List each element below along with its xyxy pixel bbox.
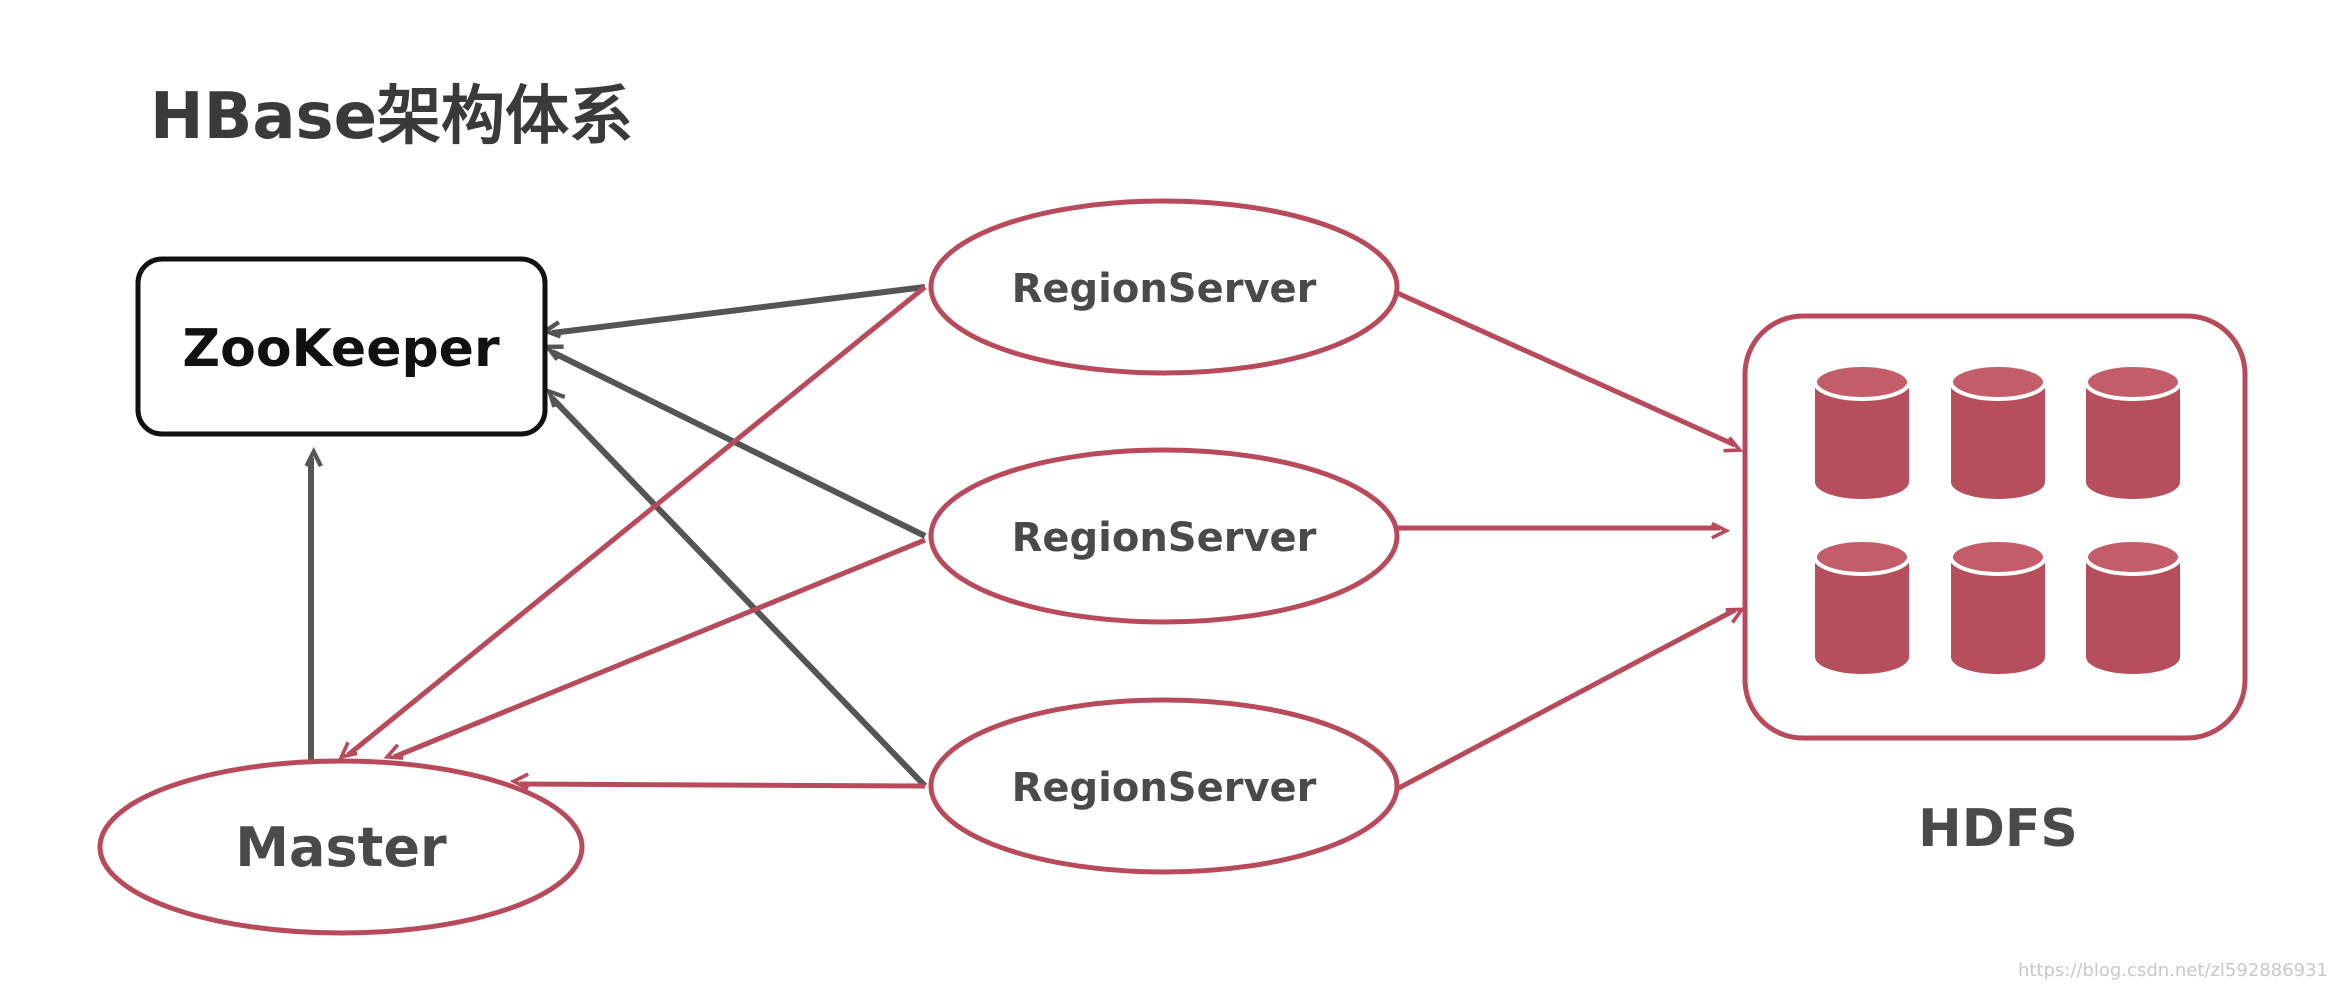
cylinder-top [1813,363,1911,401]
cylinder-top [1949,363,2047,401]
regionserver-node-2: RegionServer [928,447,1400,625]
cylinder-body [2086,382,2180,499]
regionserver-ellipse-3 [928,697,1400,875]
storage-cylinder-icon [1813,538,1911,674]
master-ellipse [97,758,585,936]
page-title: HBase架构体系 [150,80,633,154]
cylinder-top [1813,538,1911,576]
cylinder-body [1815,382,1909,499]
zookeeper-label: ZooKeeper [182,319,500,379]
storage-cylinder-icon [1949,363,2047,499]
regionserver-node-3: RegionServer [928,697,1400,875]
regionserver-node-1: RegionServer [928,198,1400,376]
cylinder-body [1951,382,2045,499]
storage-cylinder-icon [1949,538,2047,674]
cylinder-body [1815,557,1909,674]
regionserver-label-1: RegionServer [1012,266,1317,312]
cylinder-top [2084,538,2182,576]
zookeeper-box [135,256,548,437]
storage-cylinder-icon [2084,363,2182,499]
arrow-rs1-to-zookeeper [540,284,926,339]
cylinder-body [2086,557,2180,674]
zookeeper-node: ZooKeeper [135,256,548,437]
master-label: Master [235,816,447,879]
hdfs-label: HDFS [1918,799,2078,859]
watermark-text: https://blog.csdn.net/zl592886931 [2018,960,2328,981]
regionserver-label-3: RegionServer [1012,765,1317,811]
regionserver-ellipse-2 [928,447,1400,625]
master-node: Master [97,758,585,936]
cylinder-top [2084,363,2182,401]
arrow-rs2-to-zookeeper [543,344,927,539]
storage-cylinder-icon [1813,363,1911,499]
cylinder-top [1949,538,2047,576]
arrow-rs1-to-hdfs [1393,289,1744,453]
hdfs-storage-group [1813,363,2182,674]
arrow-rs3-to-zookeeper [546,388,928,789]
arrow-rs1-to-master [338,285,927,760]
hdfs-node: HDFS [1742,313,2248,859]
storage-cylinder-icon [2084,538,2182,674]
cylinder-body [1951,557,2045,674]
arrow-rs3-to-master [509,772,926,791]
arrow-rs3-to-hdfs [1393,607,1746,793]
connections [304,284,1746,793]
arrow-rs2-to-master [383,537,926,760]
regionserver-label-2: RegionServer [1012,515,1317,561]
regionserver-ellipse-1 [928,198,1400,376]
